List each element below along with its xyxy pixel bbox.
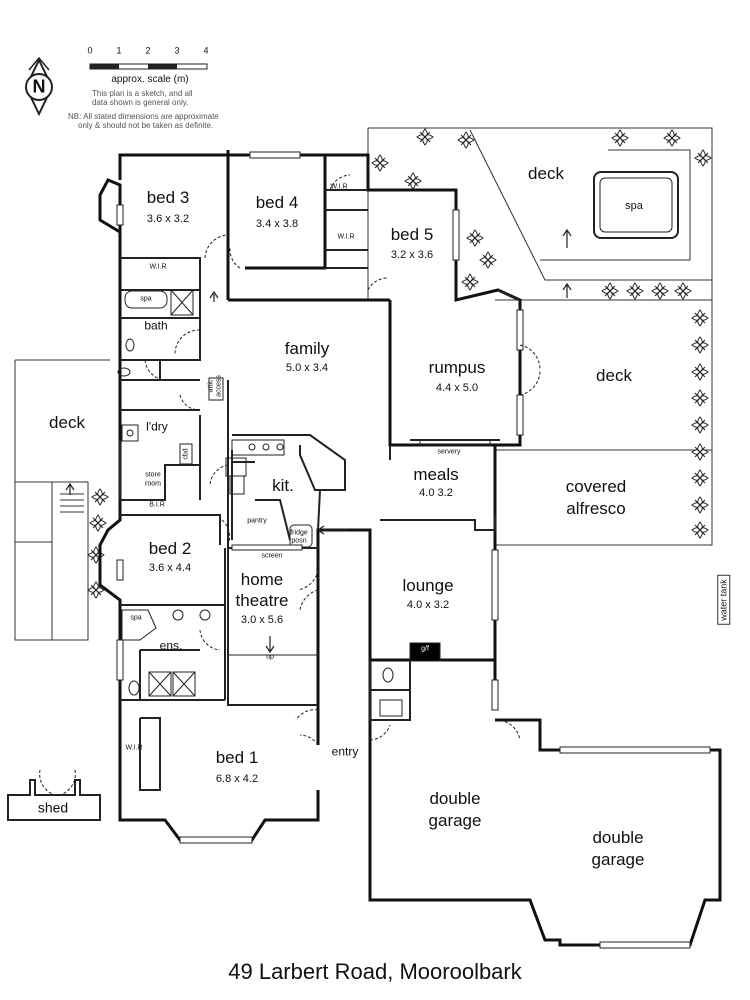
note-line-1: NB: All stated dimensions are approximat… <box>68 112 219 121</box>
room-name-ensuite: ens. <box>159 638 183 653</box>
scale-tick-4: 4 <box>203 45 209 56</box>
servery-label: servery <box>437 448 461 456</box>
spa-bath-label: spa <box>140 295 152 303</box>
cupboard-label: cbd <box>182 448 190 460</box>
attic-access-label-1: attic <box>207 379 215 393</box>
room-name-kitchen: kit. <box>272 476 294 496</box>
wir-label-bed4: W.I.R <box>330 183 348 191</box>
store-room-label-1: store <box>145 471 161 479</box>
disclaimer-line-2: data shown is general only. <box>92 98 189 107</box>
gas-fire-label: g/f <box>421 645 429 653</box>
room-dims-home-theatre: 3.0 x 5.6 <box>240 614 284 627</box>
bir-label: B.I.R <box>149 501 165 509</box>
fridge-label-2: posn <box>291 537 307 545</box>
room-name-bed1: bed 1 <box>215 748 259 768</box>
wir-label-bed5: W.I.R <box>337 233 355 241</box>
room-name-lounge: lounge <box>402 576 454 596</box>
room-name-home-theatre-2: theatre <box>235 591 289 611</box>
water-tank-label: water tank <box>717 575 731 625</box>
disclaimer-line-1: This plan is a sketch, and all <box>92 89 193 98</box>
room-dims-lounge: 4.0 x 3.2 <box>406 599 450 612</box>
room-name-bed4: bed 4 <box>255 193 299 213</box>
note-line-2: only & should not be taken as definite. <box>78 121 214 130</box>
attic-access-label-2: access <box>215 375 223 397</box>
scale-tick-0: 0 <box>87 45 93 56</box>
store-room-label-2: room <box>145 480 161 488</box>
room-name-alfresco-2: alfresco <box>566 499 626 519</box>
exterior-walls <box>98 150 722 947</box>
scale-bar <box>89 63 208 70</box>
pantry-label: pantry <box>247 517 267 525</box>
stair-arrows <box>65 228 572 654</box>
room-dims-rumpus: 4.4 x 5.0 <box>435 382 479 395</box>
spa-ensuite-label: spa <box>130 614 142 622</box>
shed-outline <box>7 779 101 821</box>
room-name-deck-top: deck <box>528 164 564 184</box>
room-dims-bed1: 6.8 x 4.2 <box>215 773 259 786</box>
room-name-laundry: l'dry <box>146 419 168 434</box>
room-name-entry: entry <box>331 744 359 759</box>
room-name-rumpus: rumpus <box>428 358 486 378</box>
outdoor-areas <box>14 127 713 641</box>
property-address: 49 Larbert Road, Mooroolbark <box>228 959 522 984</box>
stairs-up-label: up <box>266 653 274 661</box>
room-name-family: family <box>284 339 330 359</box>
scale-tick-1: 1 <box>116 45 122 56</box>
room-name-home-theatre-1: home <box>240 570 284 590</box>
room-name-bed3: bed 3 <box>146 188 190 208</box>
outdoor-spa <box>593 171 679 239</box>
room-dims-bed4: 3.4 x 3.8 <box>255 218 299 231</box>
room-name-deck-left: deck <box>49 413 85 433</box>
room-name-deck-right: deck <box>596 366 632 386</box>
room-name-alfresco-1: covered <box>565 477 627 497</box>
scale-tick-3: 3 <box>174 45 180 56</box>
scale-label: approx. scale (m) <box>111 73 189 85</box>
compass-letter: N <box>32 76 46 97</box>
room-dims-family: 5.0 x 3.4 <box>285 362 329 375</box>
room-dims-meals: 4.0 3.2 <box>419 487 453 500</box>
north-arrow-icon <box>24 56 54 117</box>
room-name-garage2-1: double <box>592 828 644 848</box>
room-name-shed: shed <box>37 799 69 816</box>
room-name-bath: bath <box>144 318 168 333</box>
room-name-garage2-2: garage <box>591 850 645 870</box>
room-name-garage1-1: double <box>429 789 481 809</box>
fixtures <box>117 289 491 717</box>
wir-label-bed1: W.I.R <box>125 744 143 752</box>
scale-tick-2: 2 <box>145 45 151 56</box>
screen-label: screen <box>261 552 283 560</box>
room-dims-bed3: 3.6 x 3.2 <box>146 213 190 226</box>
wir-label-bed3: W.I.R <box>149 263 167 271</box>
outdoor-spa-label: spa <box>625 200 643 213</box>
room-name-bed2: bed 2 <box>148 539 192 559</box>
interior-walls <box>119 189 521 791</box>
room-dims-bed2: 3.6 x 4.4 <box>148 562 192 575</box>
room-name-meals: meals <box>413 465 459 485</box>
doors <box>39 174 541 796</box>
room-dims-bed5: 3.2 x 3.6 <box>390 249 434 262</box>
room-name-bed5: bed 5 <box>390 225 434 245</box>
room-name-garage1-2: garage <box>428 811 482 831</box>
fridge-label-1: fridge <box>290 529 308 537</box>
